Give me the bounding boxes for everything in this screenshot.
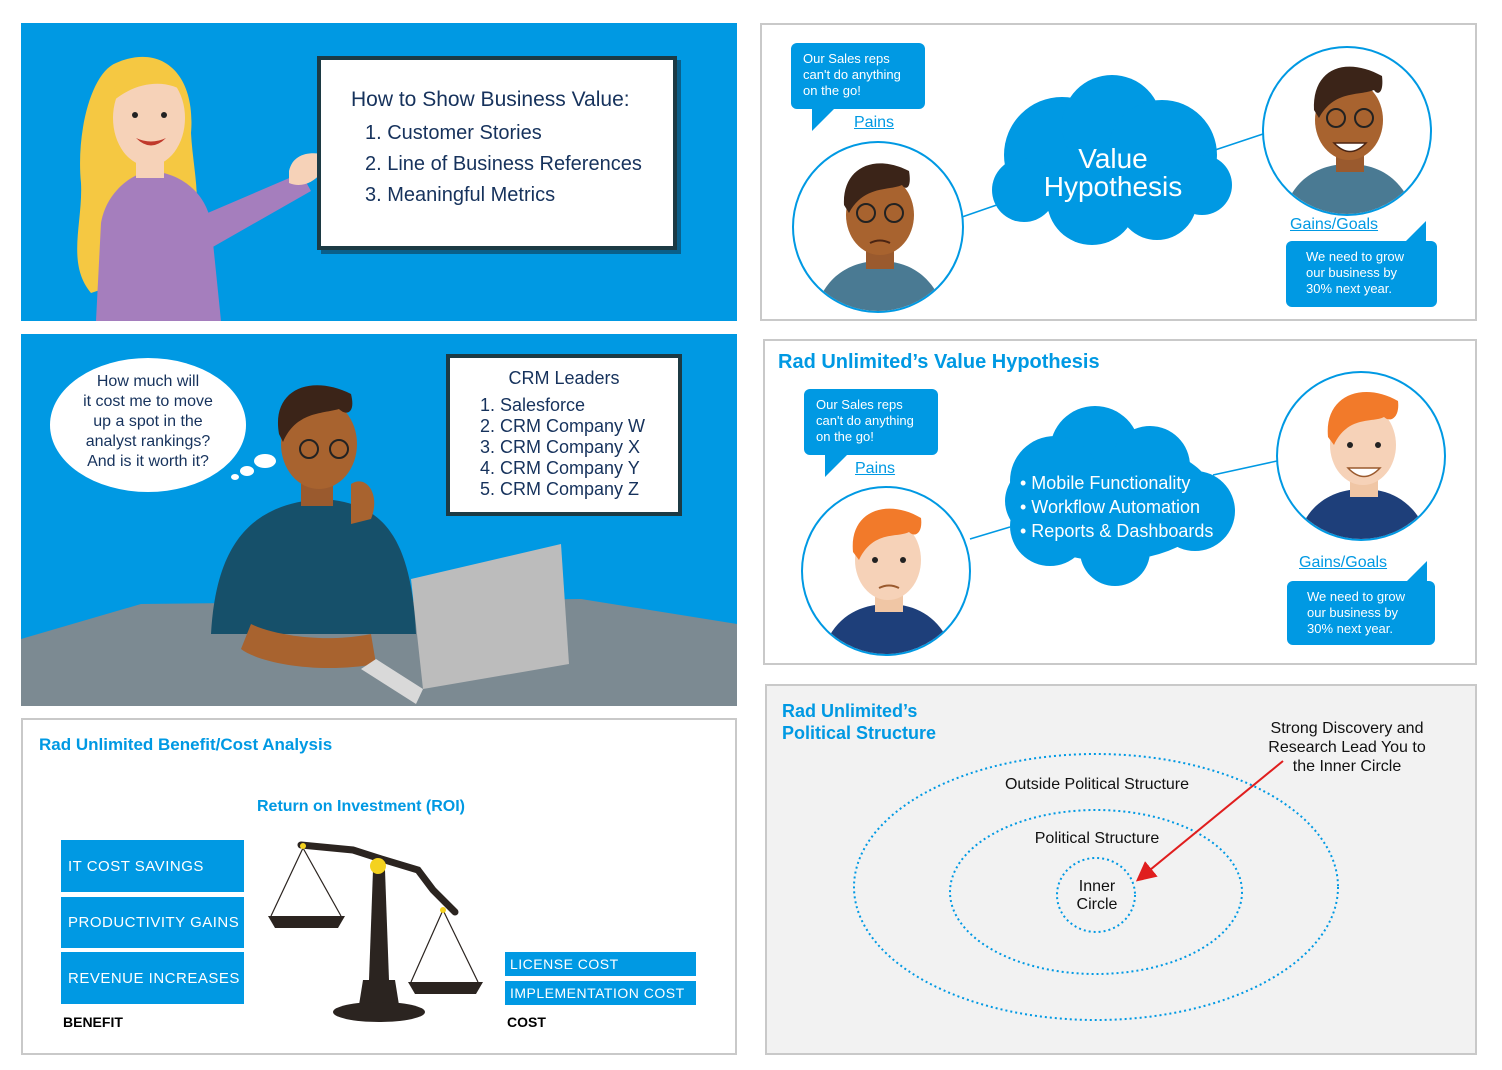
pains-label: Pains <box>855 460 896 477</box>
gains-goals-label: Gains/Goals <box>1299 554 1388 571</box>
thought-line: analyst rankings? <box>85 433 211 450</box>
bubble-tail <box>1404 221 1426 243</box>
label-line: Inner <box>1078 878 1116 895</box>
gain-speech-bubble: We need to grow our business by 30% next… <box>1287 581 1435 645</box>
bubble-line: 30% next year. <box>1307 621 1393 636</box>
cloud-line: Value <box>1078 143 1148 174</box>
leaders-item: 1. Salesforce <box>480 395 586 415</box>
leaders-item: 2. CRM Company W <box>480 416 646 436</box>
panel-political-structure: Rad Unlimited’s Political Structure Outs… <box>765 684 1477 1055</box>
happy-customer-avatar <box>1262 46 1432 216</box>
thought-line: How much will <box>96 373 200 390</box>
thought-bubble: How much will it cost me to move up a sp… <box>50 358 246 492</box>
panel-value-hypothesis: Our Sales reps can't do anything on the … <box>760 23 1477 321</box>
cloud-line: Hypothesis <box>1043 171 1183 202</box>
leaders-item: 5. CRM Company Z <box>480 479 640 499</box>
board-item: 3. Meaningful Metrics <box>365 184 556 206</box>
board-title: How to Show Business Value: <box>351 88 630 111</box>
bubble-tail <box>812 109 834 131</box>
panel-title: Rad Unlimited Benefit/Cost Analysis <box>39 735 333 754</box>
cost-item: LICENSE COST <box>505 952 696 976</box>
connector-lines <box>969 406 1278 586</box>
panel-benefit-cost: Rad Unlimited Benefit/Cost Analysis Retu… <box>21 718 737 1055</box>
benefit-item: IT COST SAVINGS <box>61 840 244 892</box>
board-item: 2. Line of Business References <box>365 153 642 175</box>
bubble-tail <box>825 455 847 477</box>
cost-label: COST <box>507 1014 546 1030</box>
panel-title: Rad Unlimited’s Value Hypothesis <box>778 351 1100 373</box>
gain-speech-bubble: We need to grow our business by 30% next… <box>1286 241 1437 307</box>
benefit-label: BENEFIT <box>63 1014 123 1030</box>
benefit-item: PRODUCTIVITY GAINS <box>61 897 244 948</box>
bubble-line: Our Sales reps <box>803 51 890 66</box>
feature-item: • Mobile Functionality <box>1020 473 1191 493</box>
bubble-tail <box>1405 561 1427 583</box>
panel-rad-value-hypothesis: Rad Unlimited’s Value Hypothesis Our Sal… <box>763 339 1477 665</box>
red-arrow <box>1135 760 1284 882</box>
label-line: Circle <box>1076 896 1118 913</box>
feature-item: • Reports & Dashboards <box>1020 521 1214 541</box>
leaders-item: 3. CRM Company X <box>480 437 641 457</box>
political-rings-diagram <box>853 753 1339 1021</box>
bubble-line: 30% next year. <box>1306 281 1392 296</box>
bubble-line: We need to grow <box>1307 589 1406 604</box>
leaders-item: 4. CRM Company Y <box>480 458 640 478</box>
bubble-line: on the go! <box>816 429 874 444</box>
cloud-title: Value Hypothesis <box>1018 145 1208 201</box>
thinking-man-illustration <box>21 385 737 706</box>
annotation-line: Strong Discovery and <box>1270 720 1424 737</box>
inner-ring <box>1056 857 1136 933</box>
pains-label: Pains <box>854 114 895 131</box>
cloud-shape <box>992 75 1232 245</box>
roi-title: Return on Investment (ROI) <box>257 798 466 815</box>
frustrated-customer-avatar <box>792 141 964 313</box>
bubble-line: our business by <box>1307 605 1399 620</box>
presenter-illustration <box>77 56 326 321</box>
connector-lines <box>961 75 1267 245</box>
bubble-line: We need to grow <box>1306 249 1405 264</box>
cost-item: IMPLEMENTATION COST <box>505 981 696 1005</box>
middle-ring <box>949 809 1243 975</box>
panel-title: Rad Unlimited’s Political Structure <box>782 700 936 744</box>
thought-line: And is it worth it? <box>87 453 209 470</box>
crm-leaders-board: CRM Leaders 1. Salesforce 2. CRM Company… <box>446 354 682 516</box>
thought-line: it cost me to move <box>83 393 213 410</box>
annotation-line: the Inner Circle <box>1292 758 1402 775</box>
board-item: 1. Customer Stories <box>365 122 542 144</box>
title-line: Political Structure <box>782 723 937 743</box>
outer-ring-label: Outside Political Structure <box>1004 776 1190 793</box>
middle-ring-label: Political Structure <box>1034 830 1160 847</box>
balance-scale-icon <box>268 841 483 1022</box>
inner-circle-label: Inner Circle <box>1057 878 1137 914</box>
feature-item: • Workflow Automation <box>1020 497 1201 517</box>
leaders-title: CRM Leaders <box>508 368 620 388</box>
bubble-line: Our Sales reps <box>816 397 903 412</box>
discovery-annotation: Strong Discovery and Research Lead You t… <box>1237 719 1457 776</box>
annotation-line: Research Lead You to <box>1268 739 1426 756</box>
cloud-shape <box>1005 406 1235 586</box>
bubble-line: our business by <box>1306 265 1398 280</box>
bubble-line: can't do anything <box>816 413 914 428</box>
presentation-board: How to Show Business Value: 1. Customer … <box>317 56 677 250</box>
bubble-line: on the go! <box>803 83 861 98</box>
outer-ring <box>853 753 1339 1021</box>
frustrated-customer-avatar <box>801 486 971 656</box>
benefit-item: REVENUE INCREASES <box>61 952 244 1004</box>
title-line: Rad Unlimited’s <box>782 701 918 721</box>
cloud-features: • Mobile Functionality • Workflow Automa… <box>1020 471 1230 543</box>
panel-business-value: How to Show Business Value: 1. Customer … <box>21 23 737 321</box>
pain-speech-bubble: Our Sales reps can't do anything on the … <box>804 389 938 455</box>
happy-customer-avatar <box>1276 371 1446 541</box>
panel-crm-leaders: How much will it cost me to move up a sp… <box>21 334 737 706</box>
gains-goals-label: Gains/Goals <box>1290 216 1379 233</box>
bubble-line: can't do anything <box>803 67 901 82</box>
pain-speech-bubble: Our Sales reps can't do anything on the … <box>791 43 925 109</box>
thought-line: up a spot in the <box>93 413 203 430</box>
